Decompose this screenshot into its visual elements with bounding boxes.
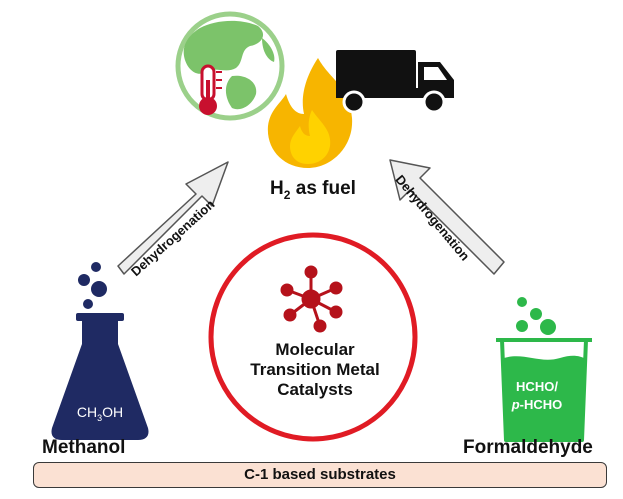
flame-icon [267, 58, 353, 168]
truck-icon [336, 50, 454, 114]
globe-icon [175, 11, 285, 121]
beaker-icon [496, 297, 592, 442]
methanol-formula: CH3OH [76, 404, 124, 423]
catalyst-label: Molecular Transition Metal Catalysts [240, 340, 390, 400]
catalyst-ring [208, 232, 418, 442]
flask-icon [51, 262, 149, 440]
formaldehyde-formula: HCHO/ p-HCHO [497, 378, 577, 414]
left-dehydrogenation-arrow [117, 161, 229, 275]
right-dehydrogenation-arrow [389, 159, 505, 275]
catalyst-line-2: Transition Metal [250, 360, 380, 379]
fuel-label: H2 as fuel [270, 178, 356, 202]
formaldehyde-formula-line-1: HCHO/ [516, 379, 558, 394]
substrates-bar: C-1 based substrates [33, 462, 607, 488]
molecule-icon [280, 265, 343, 333]
formaldehyde-formula-line-2: p-HCHO [511, 397, 563, 412]
methanol-label: Methanol [42, 437, 126, 458]
catalyst-line-1: Molecular [275, 340, 355, 359]
thermometer-icon [199, 64, 222, 115]
formaldehyde-label: Formaldehyde [463, 437, 593, 458]
catalyst-line-3: Catalysts [277, 380, 353, 399]
